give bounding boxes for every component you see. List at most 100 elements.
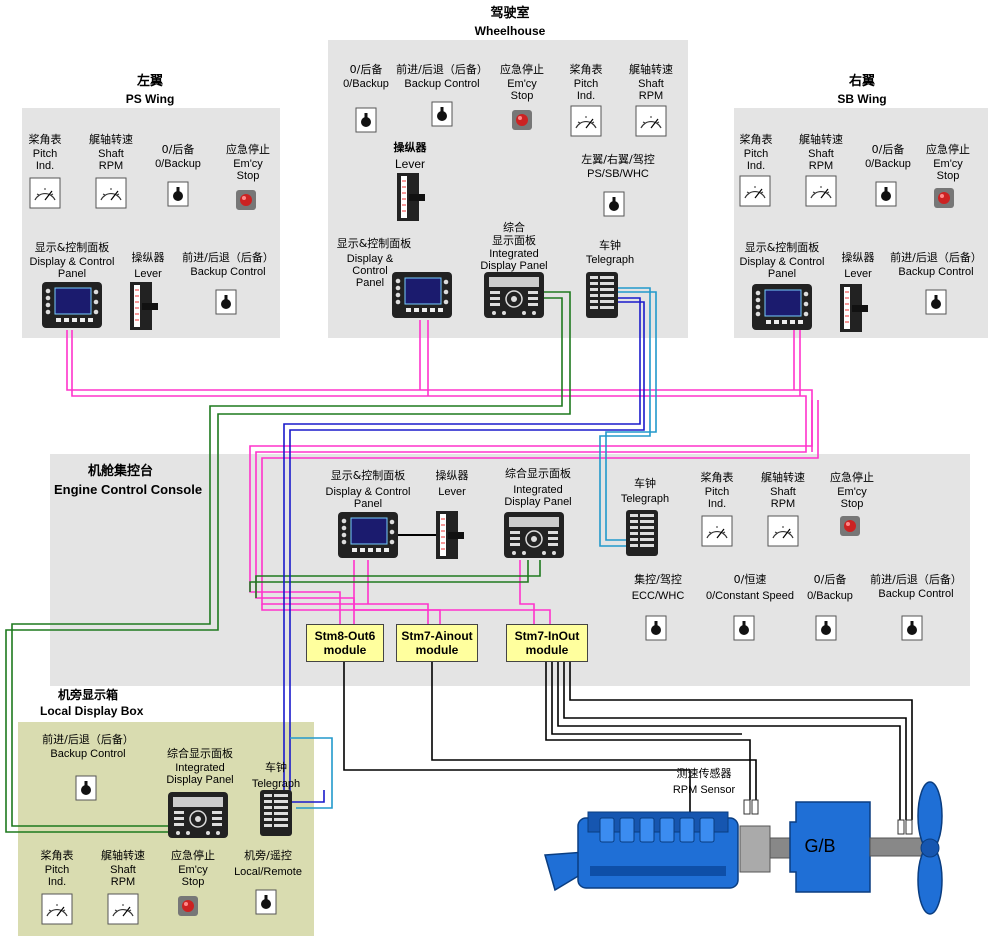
wh-disp-cn: 显示&控制面板 [336,237,412,250]
ecc-lever-en: Lever [438,486,466,498]
ps-emcy-en2: Stop [236,170,260,182]
wh-integ-cn2: 显示面板 [492,234,536,247]
ps-disp-en2: Panel [57,268,87,280]
ecc-pitch-en2: Ind. [707,498,727,510]
module-1-name: Stm8-Out6 [314,629,376,643]
wh-rpm-en2: RPM [638,90,664,102]
wh-sel-cn: 左翼/右翼/驾控 [581,153,655,166]
module-stm7-inout: Stm7-InOut module [506,624,588,662]
sb-lever-cn: 操纵器 [841,251,875,264]
ps-backup-en: 0/Backup [155,158,201,170]
ps-backupctl-en: Backup Control [190,266,266,278]
wh-lever-cn: 操纵器 [393,141,427,154]
ecc-sel-cn: 集控/驾控 [634,573,682,586]
ecc-disp-en2: Panel [353,498,383,510]
wh-emcy-cn: 应急停止 [500,63,544,76]
local-backupctl-en: Backup Control [50,748,126,760]
local-backupctl-cn: 前进/后退（后备） [42,733,134,746]
sb-rpm-cn: 艉轴转速 [799,133,843,146]
wh-integ-cn1: 综合 [503,221,525,234]
ecc-backup-en: 0/Backup [807,590,853,602]
module-3-name: Stm7-InOut [514,629,580,643]
ecc-title-en: Engine Control Console [54,482,203,497]
wh-lever-en: Lever [394,157,426,171]
sb-backupctl-en: Backup Control [898,266,974,278]
sb-title-cn: 右翼 [848,74,876,89]
local-integ-en1: Integrated [175,762,225,774]
ecc-emcy-en1: Em'cy [837,486,867,498]
wh-backupctl-en: Backup Control [404,78,480,90]
wh-rpm-cn: 艉轴转速 [629,63,673,76]
ps-emcy-en1: Em'cy [233,158,263,170]
ecc-disp-en1: Display & Control [325,486,411,498]
ecc-tel-en: Telegraph [620,493,670,505]
sb-pitch-en2: Ind. [746,160,766,172]
ecc-title-cn: 机舱集控台 [88,464,154,479]
sb-rpm-en2: RPM [808,160,834,172]
local-rpm-en1: Shaft [110,864,136,876]
ecc-sel-en: ECC/WHC [631,590,685,602]
ecc-lever-cn: 操纵器 [435,469,469,482]
wh-emcy-en2: Stop [510,90,534,102]
gearbox-label: G/B [804,836,836,856]
module-stm7-ainout: Stm7-Ainout module [396,624,478,662]
sb-disp-en1: Display & Control [739,256,825,268]
ecc-const-en: 0/Constant Speed [705,590,795,602]
wheelhouse-title-cn: 驾驶室 [490,6,530,21]
ps-rpm-en1: Shaft [98,148,124,160]
wh-disp-en1: Display & [346,253,394,265]
wh-integ-en1: Integrated [489,248,539,260]
wh-emcy-en1: Em'cy [507,78,537,90]
sb-backupctl-cn: 前进/后退（后备） [890,251,982,264]
sb-disp-cn: 显示&控制面板 [744,241,820,254]
module-stm8-out6: Stm8-Out6 module [306,624,384,662]
ps-emcy-cn: 应急停止 [226,143,270,156]
local-rpm-cn: 艉轴转速 [101,849,145,862]
ps-backup-cn: 0/后备 [161,143,195,156]
local-integ-cn: 综合显示面板 [167,747,233,760]
wh-tel-en: Telegraph [585,254,635,266]
local-lr-cn: 机旁/遥控 [244,849,292,862]
sb-emcy-cn: 应急停止 [926,143,970,156]
ecc-integ-en1: Integrated [513,484,563,496]
wh-tel-cn: 车钟 [599,239,621,252]
local-tel-en: Telegraph [251,778,301,790]
local-integ-en2: Display Panel [166,774,234,786]
local-pitch-en2: Ind. [47,876,67,888]
cyan-bus [290,287,657,809]
ecc-backupctl-en: Backup Control [878,588,954,600]
ecc-rpm-en1: Shaft [770,486,796,498]
wh-backup-en: 0/Backup [343,78,389,90]
sb-backup-en: 0/Backup [865,158,911,170]
engine-cables [343,660,913,820]
wh-pitch-en2: Ind. [576,90,596,102]
local-tel-cn: 车钟 [265,761,287,774]
wh-sel-en: PS/SB/WHC [587,168,649,180]
module-2-name: Stm7-Ainout [401,629,473,643]
ecc-pitch-cn: 桨角表 [700,471,734,484]
rpm-sensor-cn: 测速传感器 [676,767,732,780]
wh-disp-en3: Panel [355,277,385,289]
sb-title-en: SB Wing [837,92,887,106]
sb-rpm-en1: Shaft [808,148,834,160]
ps-lever-cn: 操纵器 [131,251,165,264]
local-pitch-cn: 桨角表 [40,849,74,862]
ecc-rpm-cn: 艉轴转速 [761,471,805,484]
magenta-bus [66,320,819,624]
local-pitch-en1: Pitch [44,864,70,876]
ecc-integ-cn: 综合显示面板 [505,467,571,480]
ecc-disp-cn: 显示&控制面板 [330,469,406,482]
ps-pitch-cn: 桨角表 [28,133,62,146]
ps-pitch-en1: Pitch [32,148,58,160]
ps-rpm-cn: 艉轴转速 [89,133,133,146]
sb-emcy-en1: Em'cy [933,158,963,170]
ps-title-cn: 左翼 [136,74,164,89]
sb-pitch-cn: 桨角表 [739,133,773,146]
local-title-cn: 机旁显示箱 [58,688,119,702]
ecc-tel-cn: 车钟 [634,477,656,490]
sb-pitch-en1: Pitch [743,148,769,160]
wh-rpm-en1: Shaft [638,78,664,90]
module-2-sub: module [415,643,459,657]
sb-backup-cn: 0/后备 [871,143,905,156]
propeller [917,781,943,915]
